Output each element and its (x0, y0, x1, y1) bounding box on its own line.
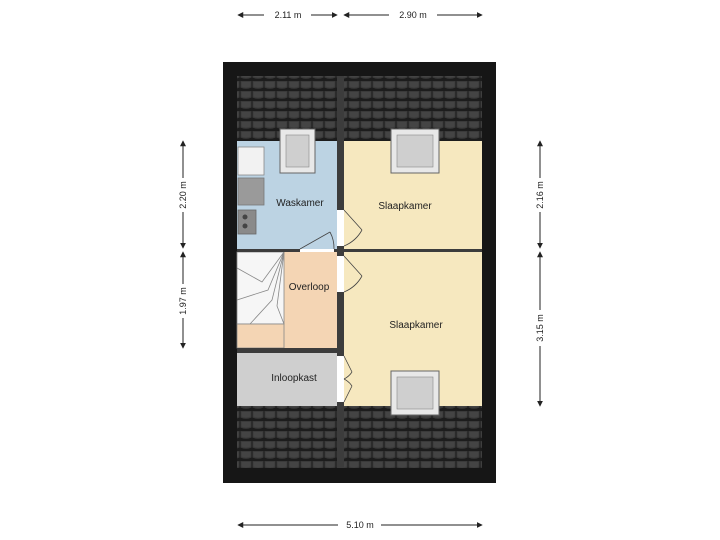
skylight-slaapkamer-top (390, 128, 440, 174)
waskamer-label: Waskamer (276, 198, 324, 209)
dimension-lines (180, 12, 543, 528)
slaapkamer-bottom-label: Slaapkamer (389, 320, 443, 331)
door-swings (299, 209, 363, 403)
dimension-bottom: 5.10 m (346, 520, 374, 530)
dimension-left-lower: 1.97 m (178, 287, 188, 315)
dimension-right-lower: 3.15 m (535, 314, 545, 342)
skylight-slaapkamer-bottom (390, 370, 440, 416)
dimension-top-left: 2.11 m (275, 10, 302, 20)
inloopkast-label: Inloopkast (271, 373, 317, 384)
dimension-right-upper: 2.16 m (535, 181, 545, 209)
inloopkast-room (237, 353, 337, 406)
staircase (236, 251, 285, 349)
slaapkamer-top-label: Slaapkamer (378, 201, 432, 212)
laundry-fixtures (237, 146, 265, 235)
skylight-waskamer (279, 128, 316, 174)
dimension-left-upper: 2.20 m (178, 181, 188, 209)
overloop-label: Overloop (289, 282, 330, 293)
door-openings (300, 210, 344, 402)
dimension-top-right: 2.90 m (399, 10, 427, 20)
